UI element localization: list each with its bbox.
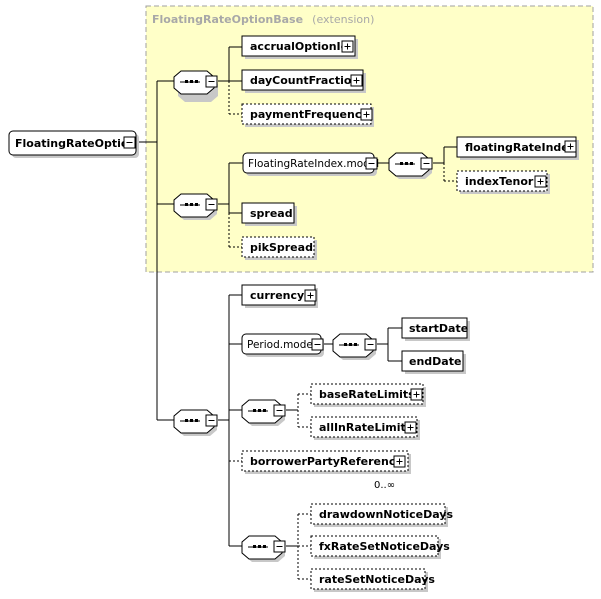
element-drawdownnoticedays[interactable]: drawdownNoticeDays xyxy=(310,503,453,527)
expand-plus-icon[interactable] xyxy=(304,289,317,302)
element-icon xyxy=(241,35,248,42)
element-label: rateSetNoticeDays xyxy=(319,573,435,586)
sequence-compositor-index[interactable] xyxy=(388,152,433,179)
element-label: endDate xyxy=(409,355,461,368)
group-label: FloatingRateIndex.model xyxy=(248,158,379,170)
element-label: drawdownNoticeDays xyxy=(319,508,453,521)
element-label: borrowerPartyReference xyxy=(250,455,403,468)
element-currency[interactable]: currency xyxy=(241,284,318,308)
element-label: indexTenor xyxy=(465,175,534,188)
collapse-minus-icon[interactable] xyxy=(205,75,218,88)
collapse-minus-icon[interactable] xyxy=(420,157,433,170)
expand-plus-icon[interactable] xyxy=(341,40,354,53)
element-label: accrualOptionId xyxy=(250,40,349,53)
element-borrowerpartyreference[interactable]: borrowerPartyReference 0..∞ xyxy=(241,450,411,491)
expand-plus-icon[interactable] xyxy=(564,140,577,153)
expand-plus-icon[interactable] xyxy=(534,175,547,188)
element-paymentfrequency[interactable]: paymentFrequency xyxy=(241,103,374,127)
element-allinratelimits[interactable]: allInRateLimits xyxy=(310,416,420,440)
expand-plus-icon[interactable] xyxy=(404,421,417,434)
sequence-compositor-3[interactable] xyxy=(173,409,218,436)
element-ratesetnoticedays[interactable]: rateSetNoticeDays xyxy=(310,568,435,592)
element-label: paymentFrequency xyxy=(250,108,369,121)
sequence-compositor-rate-limits[interactable] xyxy=(241,399,286,426)
collapse-minus-icon[interactable] xyxy=(273,404,286,417)
element-floatingrateindex[interactable]: floatingRateIndex xyxy=(456,136,579,160)
element-enddate[interactable]: endDate xyxy=(401,350,466,374)
connector-lines xyxy=(138,46,457,580)
collapse-minus-icon[interactable] xyxy=(273,540,286,553)
collapse-minus-icon[interactable] xyxy=(205,414,218,427)
extension-base-name: FloatingRateOptionBase xyxy=(152,13,303,26)
expand-plus-icon[interactable] xyxy=(393,455,406,468)
element-label: pikSpread xyxy=(250,241,313,254)
element-fxratesetnoticedays[interactable]: fxRateSetNoticeDays xyxy=(310,535,450,559)
element-pikspread[interactable]: pikSpread xyxy=(241,236,317,260)
element-label: allInRateLimits xyxy=(319,421,413,434)
element-label: baseRateLimits xyxy=(319,388,415,401)
group-period-model[interactable]: Period.model xyxy=(241,333,324,357)
svg-text:FloatingRateOptionBase (: FloatingRateOptionBase (extension) xyxy=(152,8,374,27)
element-label: floatingRateIndex xyxy=(465,141,576,154)
sequence-compositor-1[interactable] xyxy=(173,70,218,102)
sequence-compositor-period[interactable] xyxy=(332,333,377,360)
element-label: fxRateSetNoticeDays xyxy=(319,540,450,553)
expand-plus-icon[interactable] xyxy=(360,108,373,121)
element-label: spread xyxy=(250,207,293,220)
collapse-minus-icon[interactable] xyxy=(123,136,136,149)
root-element-label: FloatingRateOption xyxy=(15,137,136,150)
collapse-minus-icon[interactable] xyxy=(365,157,378,170)
collapse-minus-icon[interactable] xyxy=(205,198,218,211)
element-label: dayCountFraction xyxy=(250,74,359,87)
expand-plus-icon[interactable] xyxy=(410,388,423,401)
element-label: currency xyxy=(250,289,304,302)
element-daycountfraction[interactable]: dayCountFraction xyxy=(241,69,366,93)
group-floatingrateindex-model[interactable]: FloatingRateIndex.model xyxy=(242,152,379,176)
extension-qualifier: (extension) xyxy=(312,13,374,26)
element-startdate[interactable]: startDate xyxy=(401,317,470,341)
element-spread[interactable]: spread xyxy=(241,202,297,226)
expand-plus-icon[interactable] xyxy=(350,74,363,87)
element-accrualoptionid[interactable]: accrualOptionId xyxy=(241,35,358,59)
occurrence-label: 0..∞ xyxy=(374,480,395,491)
element-label: startDate xyxy=(409,322,468,335)
sequence-compositor-2[interactable] xyxy=(173,193,218,220)
element-baseratelimits[interactable]: baseRateLimits xyxy=(310,383,426,407)
sequence-compositor-notice-days[interactable] xyxy=(241,535,286,562)
group-label: Period.model xyxy=(247,339,316,351)
collapse-minus-icon[interactable] xyxy=(311,338,324,351)
root-element-floatingrateoption[interactable]: FloatingRateOption xyxy=(8,130,139,158)
collapse-minus-icon[interactable] xyxy=(364,338,377,351)
element-indextenor[interactable]: indexTenor xyxy=(456,170,550,194)
